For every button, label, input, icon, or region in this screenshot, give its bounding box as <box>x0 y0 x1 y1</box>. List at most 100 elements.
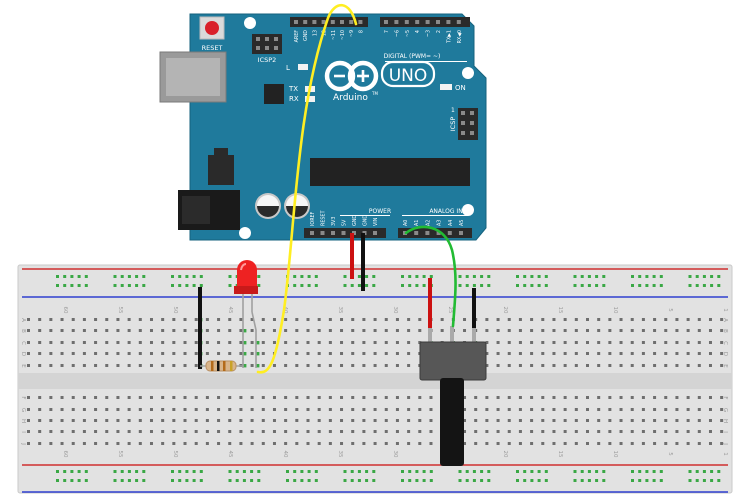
rail-hole <box>127 470 131 473</box>
breadboard-hole <box>217 329 221 332</box>
breadboard-hole <box>284 341 288 344</box>
column-number: 45 <box>227 451 233 458</box>
rail-hole <box>465 275 469 278</box>
rail-hole <box>638 284 642 287</box>
breadboard-hole <box>116 352 120 355</box>
breadboard-hole <box>340 396 344 399</box>
breadboard-hole <box>261 396 265 399</box>
breadboard-hole <box>686 408 690 411</box>
breadboard-hole <box>82 442 86 445</box>
arduino-logo <box>324 60 379 92</box>
breadboard-hole <box>697 430 701 433</box>
rail-hole <box>343 479 347 482</box>
breadboard-hole <box>373 442 377 445</box>
breadboard-hole <box>574 341 578 344</box>
breadboard-hole <box>250 419 254 422</box>
potentiometer-pin <box>472 326 476 344</box>
breadboard-hole <box>261 408 265 411</box>
breadboard-hole <box>138 364 142 367</box>
resistor <box>200 360 243 372</box>
breadboard-hole <box>485 442 489 445</box>
rail-hole <box>286 470 289 473</box>
breadboard-hole <box>664 352 668 355</box>
rail-hole <box>77 284 81 287</box>
brand-label: Arduino <box>333 93 368 103</box>
header-pin <box>349 20 354 24</box>
breadboard-hole <box>94 329 98 332</box>
breadboard-hole <box>49 419 53 422</box>
breadboard-hole <box>194 341 198 344</box>
breadboard-hole <box>597 329 601 332</box>
column-number: 1 <box>722 452 728 456</box>
rail-hole <box>523 284 527 287</box>
l-led-label: L <box>286 64 290 72</box>
column-number: 20 <box>502 451 508 458</box>
breadboard-hole <box>507 408 511 411</box>
breadboard-hole <box>172 419 176 422</box>
breadboard-hole <box>373 396 377 399</box>
breadboard-hole <box>228 352 232 355</box>
breadboard-hole <box>641 396 645 399</box>
breadboard-hole <box>384 318 388 321</box>
breadboard-hole <box>38 396 42 399</box>
rail-hole <box>587 275 591 278</box>
breadboard-hole <box>664 341 668 344</box>
breadboard-hole <box>362 329 366 332</box>
breadboard-hole <box>261 318 265 321</box>
breadboard-hole <box>597 396 601 399</box>
breadboard-hole <box>49 442 53 445</box>
icsp2-header <box>252 34 282 54</box>
breadboard-hole <box>563 341 567 344</box>
rail-hole <box>257 470 261 473</box>
rail-hole <box>350 470 354 473</box>
breadboard-hole <box>161 352 165 355</box>
breadboard-hole <box>228 408 232 411</box>
breadboard-hole <box>653 430 657 433</box>
rail-hole <box>242 470 246 473</box>
breadboard-hole <box>127 408 131 411</box>
header-pin <box>330 20 335 24</box>
breadboard-hole <box>60 419 64 422</box>
digital-pin-label: 2 <box>436 30 442 33</box>
breadboard-hole <box>27 396 30 399</box>
breadboard-hole <box>82 364 86 367</box>
breadboard-hole <box>127 364 131 367</box>
breadboard-hole <box>60 318 64 321</box>
analog-pin-label: A2 <box>425 220 431 226</box>
breadboard-hole <box>149 318 153 321</box>
breadboard-hole <box>149 329 153 332</box>
breadboard-hole <box>708 318 712 321</box>
rail-hole <box>113 470 117 473</box>
rail-hole <box>415 275 419 278</box>
breadboard-hole <box>94 408 98 411</box>
rail-hole <box>458 479 462 482</box>
breadboard-hole <box>619 396 623 399</box>
breadboard-hole <box>194 364 198 367</box>
breadboard-hole <box>407 341 411 344</box>
breadboard-hole <box>328 341 332 344</box>
breadboard-hole <box>94 341 98 344</box>
rail-hole <box>587 479 591 482</box>
rail-hole <box>365 470 369 473</box>
rail-hole <box>357 284 361 287</box>
breadboard-hole <box>518 318 522 321</box>
breadboard-hole <box>675 352 679 355</box>
breadboard-hole <box>27 430 30 433</box>
breadboard-hole <box>563 419 567 422</box>
rail-hole <box>465 479 469 482</box>
digital-pin-label: ~3 <box>426 30 432 37</box>
potentiometer-pin <box>450 326 454 344</box>
header-pin <box>312 20 317 24</box>
rail-hole <box>314 479 318 482</box>
capacitor <box>284 193 310 219</box>
breadboard-hole <box>384 430 388 433</box>
breadboard-hole <box>530 408 534 411</box>
breadboard-hole <box>60 430 64 433</box>
rail-hole <box>472 275 476 278</box>
potentiometer-shaft <box>440 378 464 466</box>
breadboard-hole <box>675 408 679 411</box>
breadboard-hole <box>261 329 265 332</box>
breadboard-hole <box>194 352 198 355</box>
rail-hole <box>142 275 146 278</box>
rail-hole <box>70 275 74 278</box>
